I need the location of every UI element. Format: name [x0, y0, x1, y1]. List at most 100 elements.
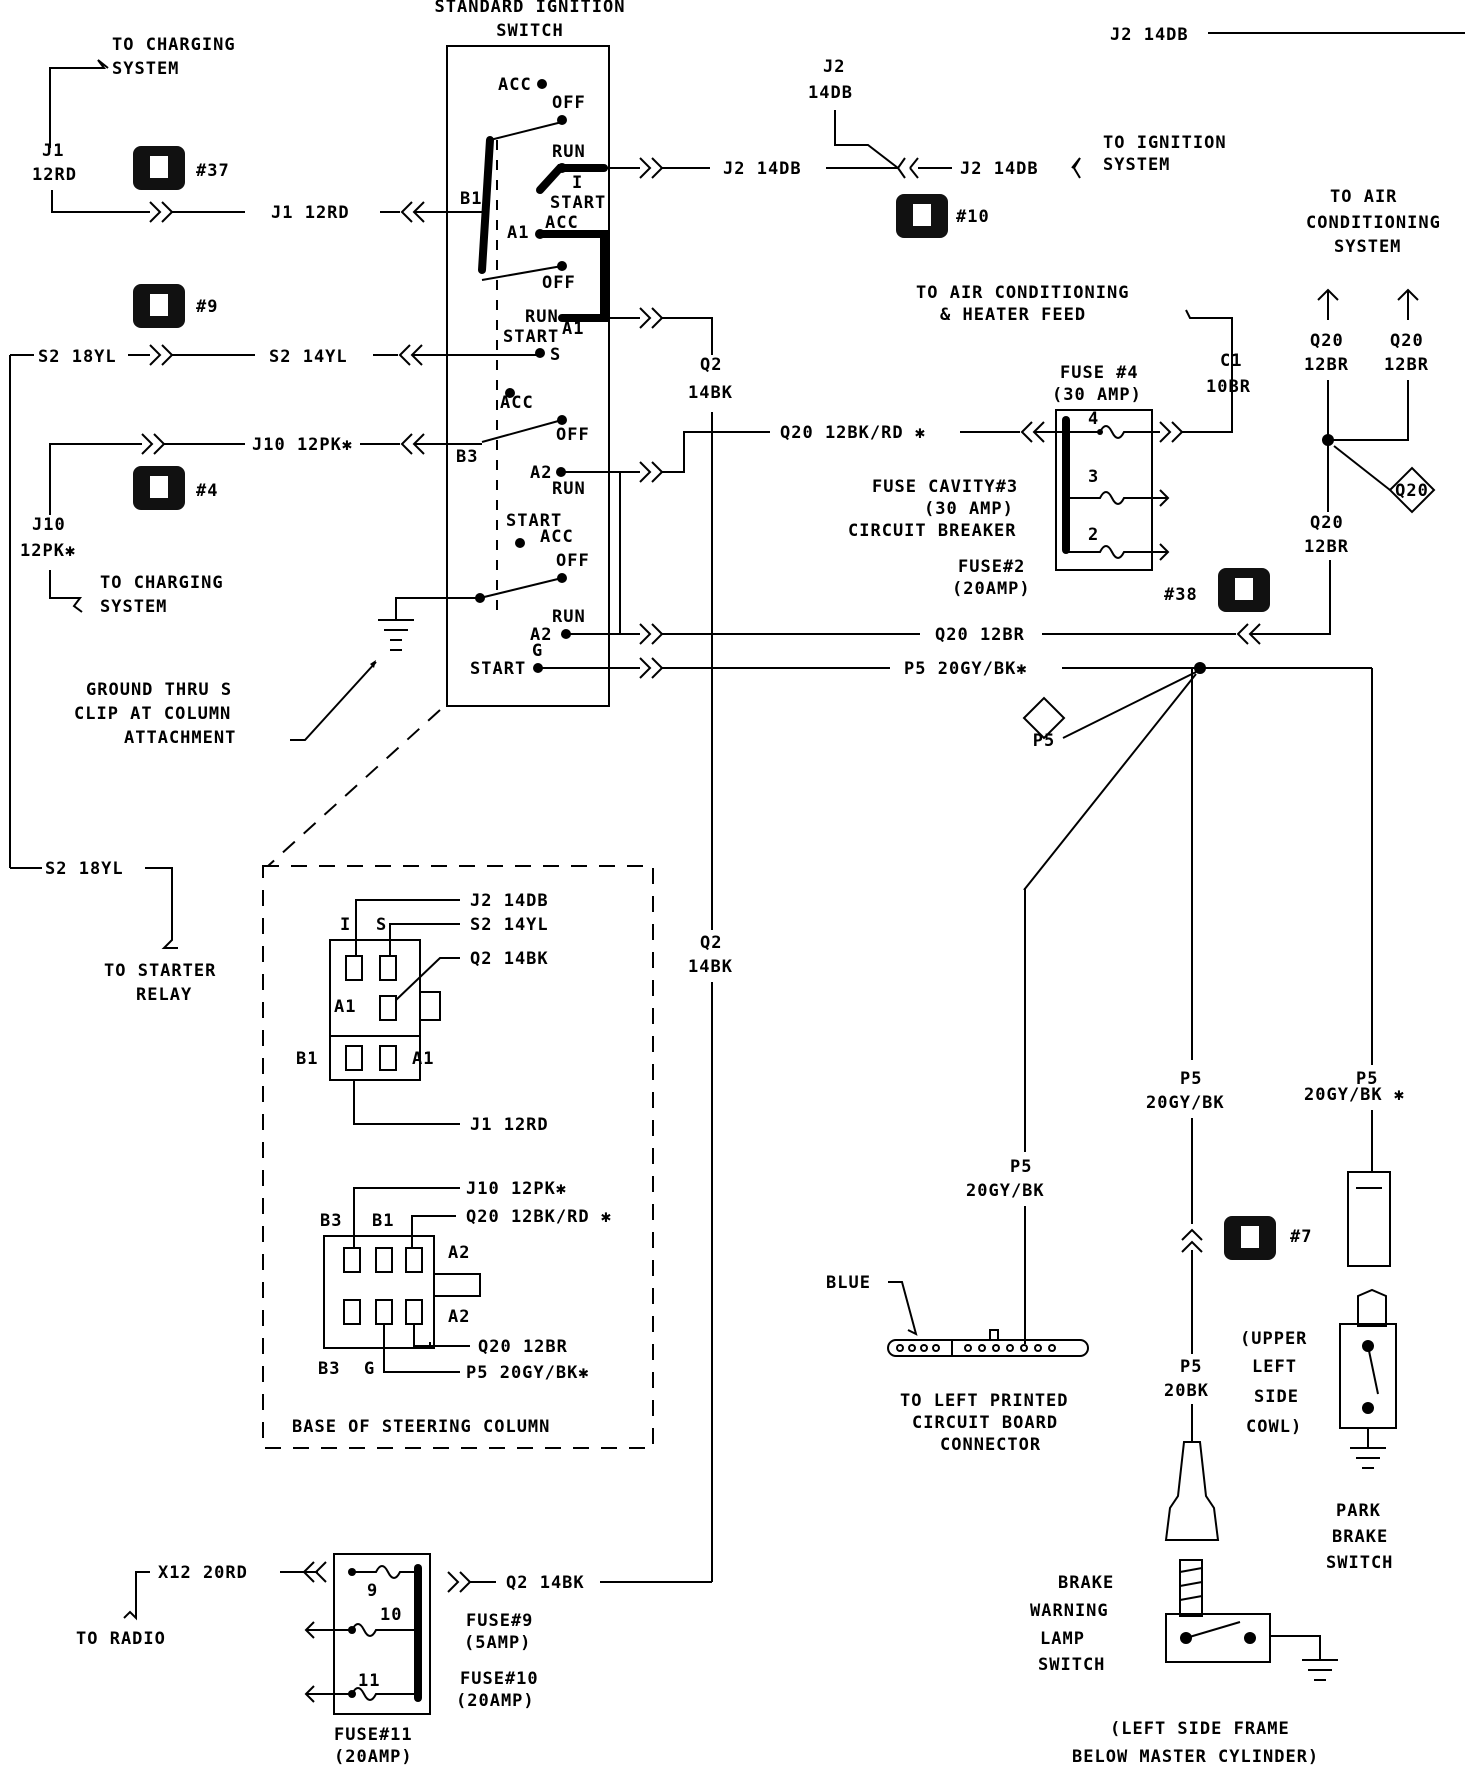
20gybk-label-pcb: 20GY/BK: [966, 1181, 1045, 1201]
fuse-panel-lower: 9 10 11 X12 20RD TO RADIO FUSE#9 (5AMP) …: [76, 1553, 539, 1767]
col-j2-label: J2 14DB: [470, 891, 549, 911]
i-label: I: [572, 173, 583, 193]
ground-label-2: CLIP AT COLUMN: [74, 704, 231, 724]
p5-label-pcb: P5: [1010, 1157, 1032, 1177]
col-p5-label: P5 20GY/BK✱: [466, 1363, 590, 1383]
off-label: OFF: [552, 93, 586, 113]
j2-14db-top-label: J2 14DB: [1110, 25, 1189, 45]
q20-label-1: Q20: [1310, 331, 1344, 351]
splice-q20-diamond: [1388, 466, 1436, 514]
p5-label-park: P5: [1356, 1069, 1378, 1089]
cavity-label-1: FUSE CAVITY#3: [872, 477, 1018, 497]
fuse4-amp-label: (30 AMP): [1052, 385, 1142, 405]
top-wiring: J2 14DB J2 14DB J2 14DB TO IGNITION SYST…: [9, 25, 1465, 1593]
fuse9-label: FUSE#9: [466, 1611, 533, 1631]
acc-label-2: ACC: [545, 213, 579, 233]
fuse10-label: FUSE#10: [460, 1669, 539, 1689]
to-ignition-system-label: SYSTEM: [1103, 155, 1170, 175]
conn-a1-label-2: A1: [412, 1049, 434, 1069]
splice-p5-label: P5: [1033, 731, 1055, 751]
fuse10-amp-label: (20AMP): [456, 1691, 535, 1711]
fuse-num-11: 11: [358, 1671, 380, 1691]
conn-a1-label: A1: [334, 997, 356, 1017]
to-starter-label: TO STARTER: [104, 961, 216, 981]
fuse-num-2: 2: [1088, 525, 1099, 545]
splice-p5-point: [1194, 662, 1206, 674]
badge-37-label: #37: [196, 161, 230, 181]
20bk-label: 20BK: [1164, 1381, 1209, 1401]
12br-label-3: 12BR: [1304, 537, 1349, 557]
ground-label-3: ATTACHMENT: [124, 728, 236, 748]
ac-heater-label-2: & HEATER FEED: [940, 305, 1086, 325]
start-label: START: [550, 193, 606, 213]
brake-warning-switch: [1165, 1613, 1271, 1663]
pcb-connector: [887, 1339, 1089, 1357]
12br-label-1: 12BR: [1304, 355, 1349, 375]
run-label-3: RUN: [552, 479, 586, 499]
s2-14yl-label: S2 14YL: [269, 347, 348, 367]
conn-b3-label: B3: [320, 1211, 342, 1231]
off-label-2: OFF: [542, 273, 576, 293]
fuse-num-3: 3: [1088, 467, 1099, 487]
to-ignition-label: TO IGNITION: [1103, 133, 1227, 153]
col-j10-label: J10 12PK✱: [466, 1179, 567, 1199]
to-charging-system-label: SYSTEM: [112, 59, 179, 79]
badge-38-label: #38: [1164, 585, 1198, 605]
b1-label: B1: [460, 189, 482, 209]
10br-label: 10BR: [1206, 377, 1251, 397]
start-label-4: START: [470, 659, 526, 679]
switch-title-1: STANDARD IGNITION: [435, 0, 626, 17]
brake-label-3: LAMP: [1040, 1629, 1085, 1649]
run-label: RUN: [552, 142, 586, 162]
fuse-num-10: 10: [380, 1605, 402, 1625]
q20-12bkrd-label: Q20 12BK/RD ✱: [780, 423, 926, 443]
j1-label: J1: [42, 141, 64, 161]
relay-label: RELAY: [136, 985, 192, 1005]
a1-label-2: A1: [562, 319, 584, 339]
base-column-label: BASE OF STEERING COLUMN: [292, 1417, 550, 1437]
col-q2-label: Q2 14BK: [470, 949, 549, 969]
to-charging-label-2: TO CHARGING: [100, 573, 224, 593]
brake-label-1: BRAKE: [1058, 1573, 1114, 1593]
j2-14db-label: J2 14DB: [723, 159, 802, 179]
park-label-1: PARK: [1336, 1501, 1381, 1521]
ground-label-1: GROUND THRU S: [86, 680, 232, 700]
j1-12rd-label: J1 12RD: [271, 203, 350, 223]
ac-system-label: SYSTEM: [1334, 237, 1401, 257]
p5-label-brake: P5: [1180, 1069, 1202, 1089]
pcb-label-3: CONNECTOR: [940, 1435, 1041, 1455]
conn-i-label: I: [340, 915, 351, 935]
frame-label-1: (LEFT SIDE FRAME: [1110, 1719, 1290, 1739]
col-q20-bkrd-label: Q20 12BK/RD ✱: [466, 1207, 612, 1227]
conn-b1-label: B1: [296, 1049, 318, 1069]
conn-b3-label-2: B3: [318, 1359, 340, 1379]
park-label-3: SWITCH: [1326, 1553, 1393, 1573]
ignition-switch: STANDARD IGNITION SWITCH ACC OFF RUN I S…: [435, 0, 626, 707]
cowl-label-2: LEFT: [1252, 1357, 1297, 1377]
acc-label-4: ACC: [540, 527, 574, 547]
pcb-label-1: TO LEFT PRINTED: [900, 1391, 1069, 1411]
badge-10-label: #10: [956, 207, 990, 227]
off-label-3: OFF: [556, 425, 590, 445]
col-j1-label: J1 12RD: [470, 1115, 549, 1135]
off-label-4: OFF: [556, 551, 590, 571]
acc-label-3: ACC: [500, 393, 534, 413]
p5-label-20bk: P5: [1180, 1357, 1202, 1377]
g-label: G: [532, 641, 543, 661]
j2-label: J2: [823, 57, 845, 77]
s-label: S: [550, 345, 561, 365]
12pk-label: 12PK✱: [20, 541, 76, 561]
col-s2-label: S2 14YL: [470, 915, 549, 935]
q2-label-2: Q2: [700, 933, 722, 953]
fuse-block: [1055, 409, 1153, 571]
start-label-2: START: [503, 327, 559, 347]
start-label-3: START: [506, 511, 562, 531]
14db-label: 14DB: [808, 83, 853, 103]
fuse2-label: FUSE#2: [958, 557, 1025, 577]
brake-label-2: WARNING: [1030, 1601, 1109, 1621]
conn-a2-label-2: A2: [448, 1307, 470, 1327]
j2-14db-label-right: J2 14DB: [960, 159, 1039, 179]
12br-label-2: 12BR: [1384, 355, 1429, 375]
switch-title-2: SWITCH: [496, 21, 563, 41]
to-charging-system-label-2: SYSTEM: [100, 597, 167, 617]
